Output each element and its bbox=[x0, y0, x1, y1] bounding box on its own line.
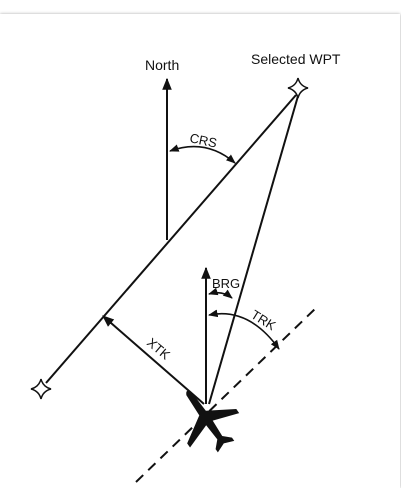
origin-star-icon bbox=[30, 378, 52, 400]
brg-label: BRG bbox=[212, 276, 240, 291]
north-label: North bbox=[145, 57, 179, 73]
course-line bbox=[45, 94, 297, 384]
actual-track-dashed-line bbox=[135, 305, 319, 483]
trk-arc bbox=[208, 309, 280, 350]
brg-arc bbox=[208, 287, 233, 299]
airplane-icon bbox=[186, 390, 240, 453]
xtk-label: XTK bbox=[144, 335, 173, 363]
waypoint-star-icon bbox=[287, 77, 309, 99]
crs-arc bbox=[169, 144, 236, 164]
waypoint-label: Selected WPT bbox=[251, 51, 341, 67]
track-to-waypoint-line bbox=[208, 95, 299, 405]
crs-label: CRS bbox=[188, 130, 218, 150]
trk-label: TRK bbox=[248, 307, 278, 334]
xtk-line bbox=[102, 315, 205, 405]
